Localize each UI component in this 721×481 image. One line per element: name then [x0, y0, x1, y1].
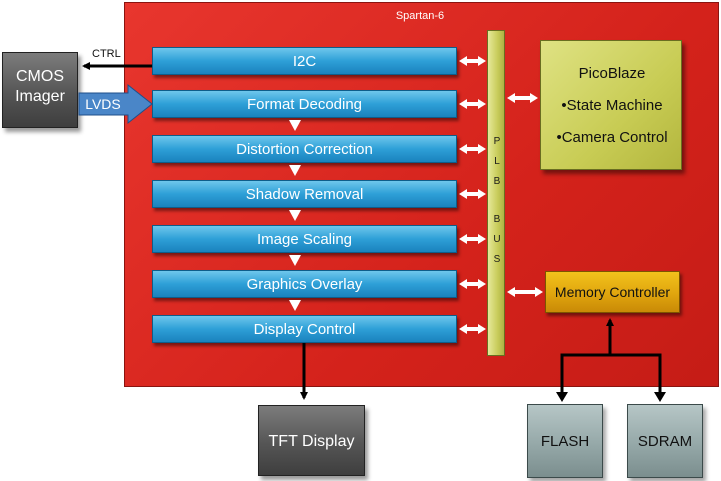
- bus-arrow-scaling: [459, 234, 486, 244]
- flash-arrowhead: [556, 392, 568, 402]
- bus-arrow-memory: [507, 287, 543, 297]
- picoblaze-block: PicoBlaze •State Machine •Camera Control: [540, 40, 682, 170]
- bus-arrow-distortion: [459, 144, 486, 154]
- plb-bus: P L B B U S: [487, 30, 505, 356]
- stage-format-decoding: Format Decoding: [152, 90, 457, 118]
- picoblaze-item: •State Machine: [561, 97, 663, 114]
- stage-shadow-removal: Shadow Removal: [152, 180, 457, 208]
- stage-distortion-correction: Distortion Correction: [152, 135, 457, 163]
- plb-bus-letter: B: [493, 214, 501, 225]
- memory-bus-wires: [560, 318, 662, 398]
- cmos-imager-label: CMOS: [16, 68, 64, 85]
- bus-arrow-shadow: [459, 189, 486, 199]
- stage-i2c: I2C: [152, 47, 457, 75]
- picoblaze-item: •Camera Control: [556, 129, 668, 146]
- bus-arrow-overlay: [459, 279, 486, 289]
- pipeline-arrow: [289, 210, 301, 221]
- memory-controller-block: Memory Controller: [545, 271, 680, 313]
- bus-arrow-i2c: [459, 56, 486, 66]
- flash-block: FLASH: [527, 404, 603, 478]
- pipeline-arrow: [289, 165, 301, 176]
- stage-graphics-overlay: Graphics Overlay: [152, 270, 457, 298]
- lvds-arrow: LVDS: [78, 83, 153, 125]
- pipeline-arrow: [289, 255, 301, 266]
- plb-bus-letter: S: [493, 254, 501, 265]
- bus-arrow-display: [459, 324, 486, 334]
- bus-arrow-picoblaze: [507, 93, 538, 103]
- plb-bus-letter: L: [494, 156, 500, 167]
- sdram-block: SDRAM: [627, 404, 703, 478]
- stage-display-control: Display Control: [152, 315, 457, 343]
- tft-display-block: TFT Display: [258, 405, 365, 476]
- plb-bus-letter: B: [493, 176, 501, 187]
- plb-bus-letter: U: [493, 234, 501, 245]
- picoblaze-title: PicoBlaze: [578, 65, 646, 82]
- bus-arrow-format: [459, 99, 486, 109]
- memory-device-arrowheads: [556, 392, 666, 402]
- cmos-imager-label: Imager: [15, 88, 65, 105]
- ctrl-link-label: CTRL: [92, 48, 121, 60]
- plb-bus-letter: P: [493, 136, 501, 147]
- sdram-arrowhead: [654, 392, 666, 402]
- memory-bus-line: [560, 353, 662, 398]
- fpga-title: Spartan-6: [395, 10, 445, 22]
- pipeline-arrow: [289, 120, 301, 131]
- cmos-imager-block: CMOS Imager: [2, 52, 78, 128]
- pipeline-arrow: [289, 300, 301, 311]
- bus-arrows: [459, 56, 543, 334]
- stage-image-scaling: Image Scaling: [152, 225, 457, 253]
- lvds-label: LVDS: [85, 96, 121, 112]
- pipeline-arrows: [289, 120, 301, 311]
